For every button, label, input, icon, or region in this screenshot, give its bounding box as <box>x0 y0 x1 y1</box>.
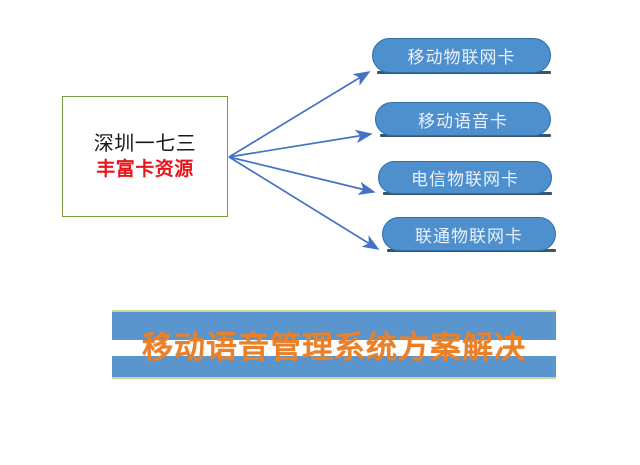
target-pill-label: 联通物联网卡 <box>415 226 523 246</box>
source-box-line2: 丰富卡资源 <box>96 158 194 180</box>
arrow-to-target-1 <box>228 71 371 158</box>
target-pill-unicom-iot-card[interactable]: 联通物联网卡 <box>382 217 556 251</box>
source-box[interactable]: 深圳一七三 丰富卡资源 <box>62 96 228 217</box>
target-pill-mobile-voice-card[interactable]: 移动语音卡 <box>375 102 551 136</box>
target-pill-mobile-iot-card[interactable]: 移动物联网卡 <box>372 38 551 73</box>
banner-stripe <box>100 340 570 356</box>
target-pill-label: 移动语音卡 <box>418 111 508 131</box>
arrow-to-target-3 <box>228 156 376 196</box>
arrow-to-target-2 <box>228 129 373 158</box>
source-box-line1: 深圳一七三 <box>93 132 197 155</box>
banner-title: 移动语音管理系统方案解决 <box>142 330 526 365</box>
target-pill-telecom-iot-card[interactable]: 电信物联网卡 <box>378 161 552 194</box>
target-pill-label: 电信物联网卡 <box>411 170 519 189</box>
target-pill-label: 移动物联网卡 <box>407 48 516 67</box>
bottom-banner[interactable]: 移动语音管理系统方案解决 <box>100 310 570 379</box>
arrow-to-target-4 <box>228 156 380 250</box>
